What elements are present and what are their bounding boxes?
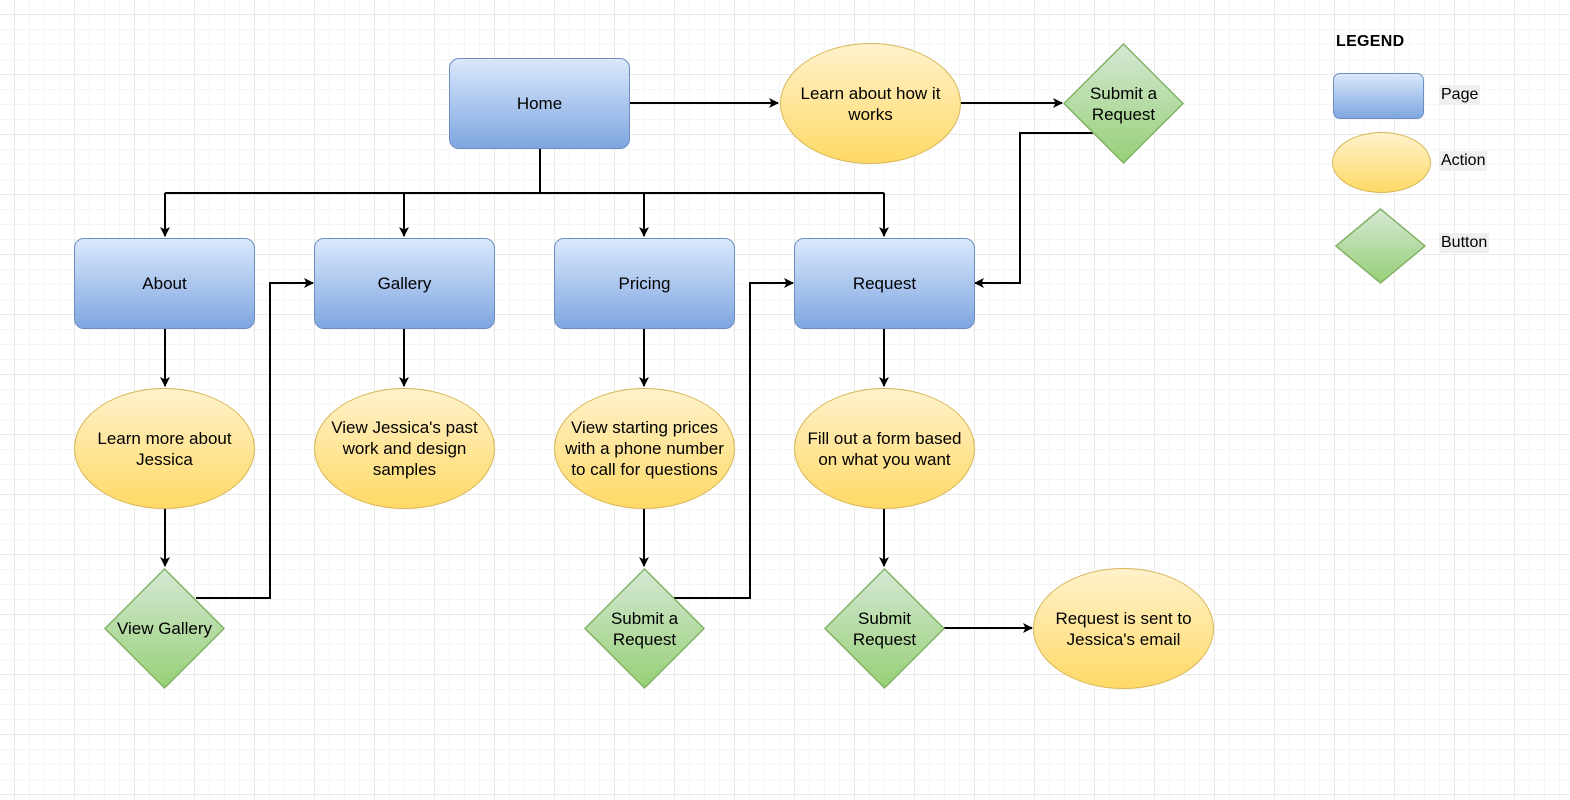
diamond-shape <box>583 567 706 690</box>
button-submit-request-form[interactable]: Submit Request <box>823 567 946 690</box>
button-view-gallery[interactable]: View Gallery <box>103 567 226 690</box>
page-about[interactable]: About <box>74 238 255 329</box>
action-view-starting-prices[interactable]: View starting prices with a phone number… <box>554 388 735 509</box>
diamond-shape <box>823 567 946 690</box>
action-learn-about-jessica[interactable]: Learn more about Jessica <box>74 388 255 509</box>
page-pricing[interactable]: Pricing <box>554 238 735 329</box>
action-learn-how-it-works[interactable]: Learn about how it works <box>780 43 961 164</box>
edge-submit-top-to-request <box>974 132 1093 288</box>
button-label: Submit a Request <box>1089 83 1158 124</box>
legend-button-swatch <box>1334 208 1427 284</box>
diamond-shape <box>103 567 226 690</box>
diamond-shape <box>1334 208 1427 284</box>
action-request-sent-email[interactable]: Request is sent to Jessica's email <box>1033 568 1214 689</box>
button-label: View Gallery <box>116 619 213 638</box>
legend-action-swatch <box>1332 132 1431 193</box>
edge-view-gallery-to-gallery <box>196 278 314 599</box>
button-submit-request-top[interactable]: Submit a Request <box>1062 42 1185 165</box>
page-gallery[interactable]: Gallery <box>314 238 495 329</box>
page-request[interactable]: Request <box>794 238 975 329</box>
action-view-past-work[interactable]: View Jessica's past work and design samp… <box>314 388 495 509</box>
legend-button-label: Button <box>1439 233 1490 253</box>
page-home[interactable]: Home <box>449 58 630 149</box>
button-submit-request-pricing[interactable]: Submit a Request <box>583 567 706 690</box>
action-fill-out-form[interactable]: Fill out a form based on what you want <box>794 388 975 509</box>
button-label: Submit Request <box>852 608 917 649</box>
legend-title: LEGEND <box>1336 33 1405 50</box>
diamond-shape <box>1062 42 1185 165</box>
edge-submit-pricing-to-request <box>674 278 794 599</box>
legend-page-label: Page <box>1439 85 1481 105</box>
legend-page-swatch <box>1333 73 1424 119</box>
button-label: Submit a Request <box>610 608 679 649</box>
legend-action-label: Action <box>1439 151 1488 171</box>
